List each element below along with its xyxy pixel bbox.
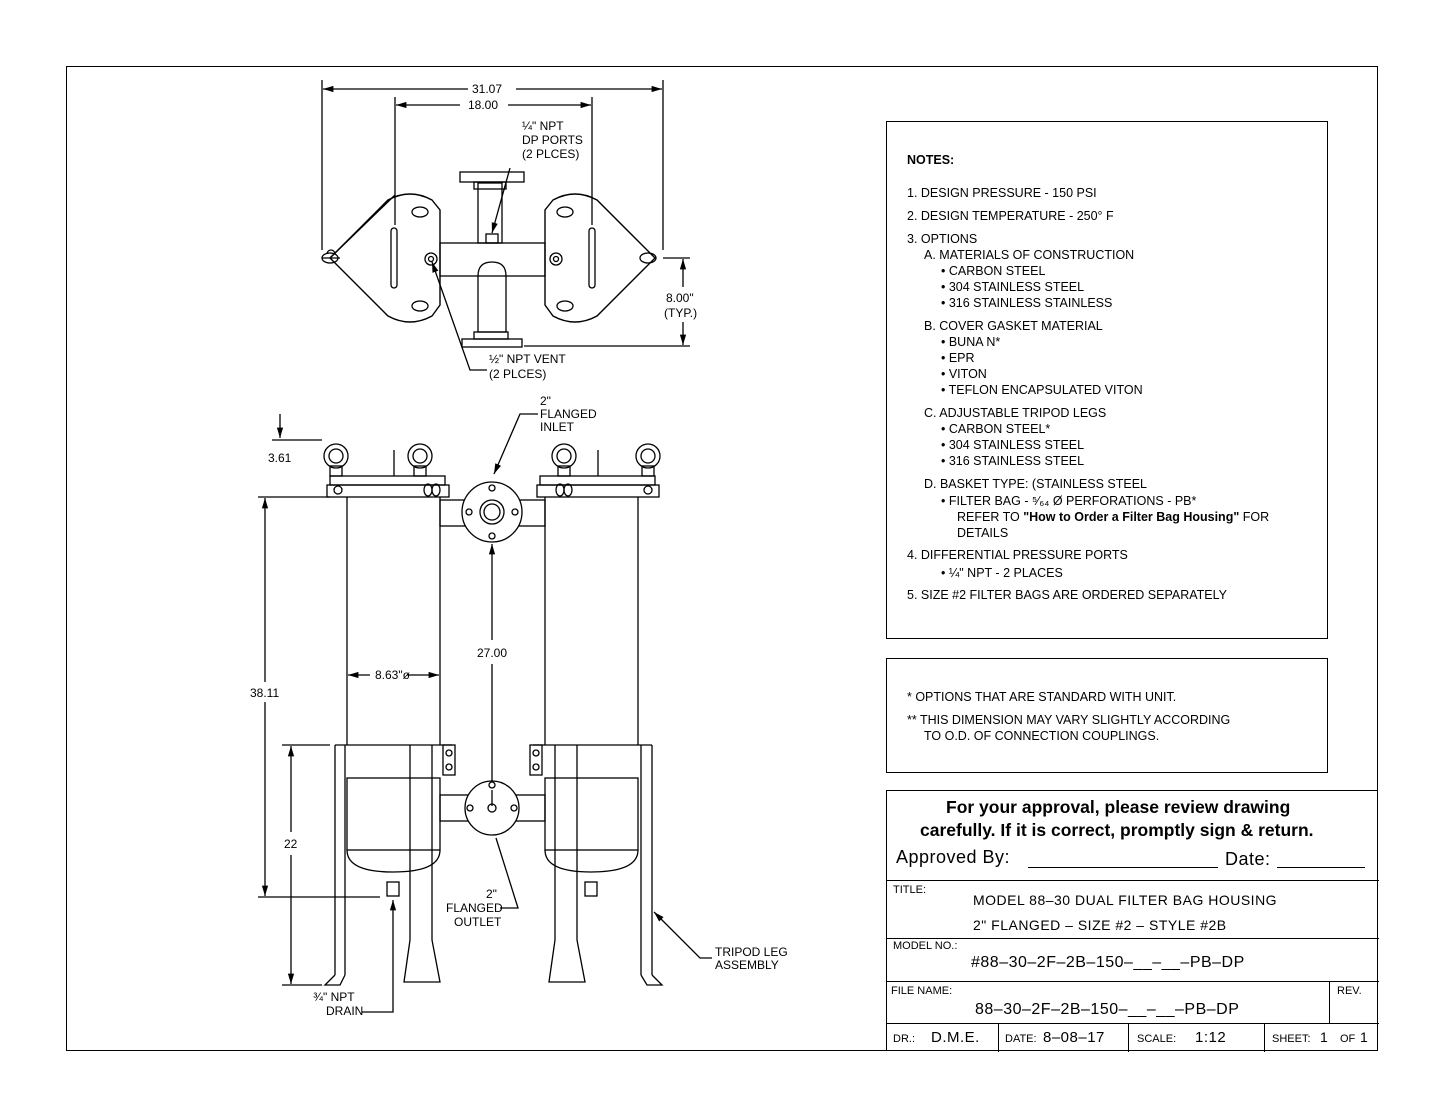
note-4a: • ¼" NPT - 2 PLACES — [941, 566, 1063, 580]
title-line-1: MODEL 88–30 DUAL FILTER BAG HOUSING — [973, 892, 1278, 908]
footnotes-box: * OPTIONS THAT ARE STANDARD WITH UNIT. *… — [886, 658, 1328, 773]
callout-dp-ports-1: ¼" NPT — [522, 119, 564, 133]
callout-outlet-2: FLANGED — [446, 901, 503, 915]
tb-divider — [887, 880, 1379, 882]
callout-tripod-1: TRIPOD LEG — [715, 945, 788, 959]
dim-leg-height: 22 — [284, 837, 298, 851]
notes-heading: NOTES: — [907, 153, 955, 167]
drawing-frame — [66, 66, 1378, 1051]
dim-overall-width: 31.07 — [472, 82, 503, 96]
note-3b: B. COVER GASKET MATERIAL — [924, 319, 1103, 333]
note-3a: A. MATERIALS OF CONSTRUCTION — [924, 248, 1135, 262]
note-3d2: REFER TO "How to Order a Filter Bag Hous… — [957, 510, 1269, 524]
note-3a2: • 304 STAINLESS STEEL — [941, 280, 1085, 294]
of-value: 1 — [1360, 1029, 1369, 1045]
callout-dp-ports-2: DP PORTS — [522, 133, 583, 147]
sheet-value: 1 — [1320, 1029, 1329, 1045]
tb-divider — [887, 981, 1379, 983]
dim-diameter: 8.63"ø — [375, 668, 410, 682]
note-4: 4. DIFFERENTIAL PRESSURE PORTS — [907, 548, 1128, 562]
title-line-2: 2" FLANGED – SIZE #2 – STYLE #2B — [973, 917, 1227, 933]
sheet-label: SHEET: — [1272, 1033, 1311, 1045]
tb-divider — [887, 1023, 1379, 1025]
notes-box: NOTES: 1. DESIGN PRESSURE - 150 PSI 2. D… — [886, 121, 1328, 639]
tb-divider — [1128, 1023, 1130, 1052]
note-3d2-bold: "How to Order a Filter Bag Housing" — [1023, 510, 1240, 524]
note-3c1: • CARBON STEEL* — [941, 422, 1051, 436]
date-field-label: DATE: — [1005, 1033, 1037, 1045]
tb-divider — [1329, 981, 1331, 1023]
note-3d1: • FILTER BAG - ⁵⁄₆₄ Ø PERFORATIONS - PB* — [941, 494, 1197, 508]
callout-inlet-2: FLANGED — [540, 407, 597, 421]
footnote-1: * OPTIONS THAT ARE STANDARD WITH UNIT. — [907, 690, 1177, 704]
dim-overall-height: 38.11 — [250, 686, 280, 700]
callout-drain-1: ¾" NPT — [313, 990, 355, 1004]
file-label: FILE NAME: — [891, 985, 953, 997]
dim-top-height: 3.61 — [268, 451, 292, 465]
model-value: #88–30–2F–2B–150–__–__–PB–DP — [971, 954, 1245, 971]
rev-label: REV. — [1337, 985, 1362, 997]
date-label: Date: — [1225, 849, 1271, 869]
approval-line-1: For your approval, please review drawing — [946, 797, 1291, 817]
note-3b1: • BUNA N* — [941, 335, 1001, 349]
title-block: For your approval, please review drawing… — [886, 790, 1379, 1052]
model-label: MODEL NO.: — [893, 940, 958, 952]
scale-value: 1:12 — [1195, 1029, 1227, 1046]
of-label: OF — [1340, 1033, 1356, 1045]
tb-divider — [1264, 1023, 1266, 1052]
plan-view — [321, 80, 690, 371]
callout-inlet-1: 2" — [540, 394, 551, 408]
note-3d2-pre: REFER TO — [957, 510, 1024, 524]
dr-label: DR.: — [893, 1033, 915, 1045]
scale-label: SCALE: — [1137, 1033, 1177, 1045]
note-3d2-post: FOR — [1239, 510, 1270, 524]
note-2: 2. DESIGN TEMPERATURE - 250° F — [907, 209, 1114, 223]
note-3b3: • VITON — [941, 367, 987, 381]
dim-vertical-typ-note: (TYP.) — [664, 306, 698, 320]
callout-drain-2: DRAIN — [326, 1004, 364, 1018]
note-3b4: • TEFLON ENCAPSULATED VITON — [941, 383, 1143, 397]
date-signature-line[interactable] — [1277, 867, 1365, 868]
dim-vertical-typ: 8.00" — [666, 291, 694, 305]
note-3b2: • EPR — [941, 351, 975, 365]
title-label: TITLE: — [893, 884, 927, 896]
note-1: 1. DESIGN PRESSURE - 150 PSI — [907, 186, 1097, 200]
callout-vent-1: ½" NPT VENT — [489, 352, 566, 366]
footnote-2: ** THIS DIMENSION MAY VARY SLIGHTLY ACCO… — [907, 713, 1231, 727]
note-3a1: • CARBON STEEL — [941, 264, 1046, 278]
note-3c3: • 316 STAINLESS STEEL — [941, 454, 1085, 468]
callout-vent-2: (2 PLCES) — [489, 367, 547, 381]
note-3d3: DETAILS — [957, 526, 1009, 540]
note-3d: D. BASKET TYPE: (STAINLESS STEEL — [924, 477, 1147, 491]
note-5: 5. SIZE #2 FILTER BAGS ARE ORDERED SEPAR… — [907, 588, 1228, 602]
approved-by-label: Approved By: — [896, 847, 1011, 867]
note-3: 3. OPTIONS — [907, 232, 978, 246]
elevation-view — [258, 413, 712, 1013]
note-3c: C. ADJUSTABLE TRIPOD LEGS — [924, 406, 1107, 420]
approved-by-signature-line[interactable] — [1028, 867, 1218, 868]
callout-dp-ports-3: (2 PLCES) — [522, 147, 580, 161]
dim-center-height: 27.00 — [477, 646, 508, 660]
date-value: 8–08–17 — [1043, 1029, 1105, 1046]
note-3a3: • 316 STAINLESS STAINLESS — [941, 296, 1113, 310]
approval-line-2: carefully. If it is correct, promptly si… — [920, 820, 1314, 840]
tb-divider — [887, 938, 1379, 940]
file-value: 88–30–2F–2B–150–__–__–PB–DP — [975, 1001, 1240, 1018]
callout-outlet-1: 2" — [486, 887, 497, 901]
tb-divider — [998, 1023, 1000, 1052]
callout-outlet-3: OUTLET — [454, 915, 502, 929]
dim-center-spacing: 18.00 — [468, 98, 499, 112]
note-3c2: • 304 STAINLESS STEEL — [941, 438, 1085, 452]
footnote-2b: TO O.D. OF CONNECTION COUPLINGS. — [924, 729, 1160, 743]
callout-tripod-2: ASSEMBLY — [715, 958, 779, 972]
callout-inlet-3: INLET — [540, 420, 575, 434]
dr-value: D.M.E. — [931, 1029, 980, 1046]
